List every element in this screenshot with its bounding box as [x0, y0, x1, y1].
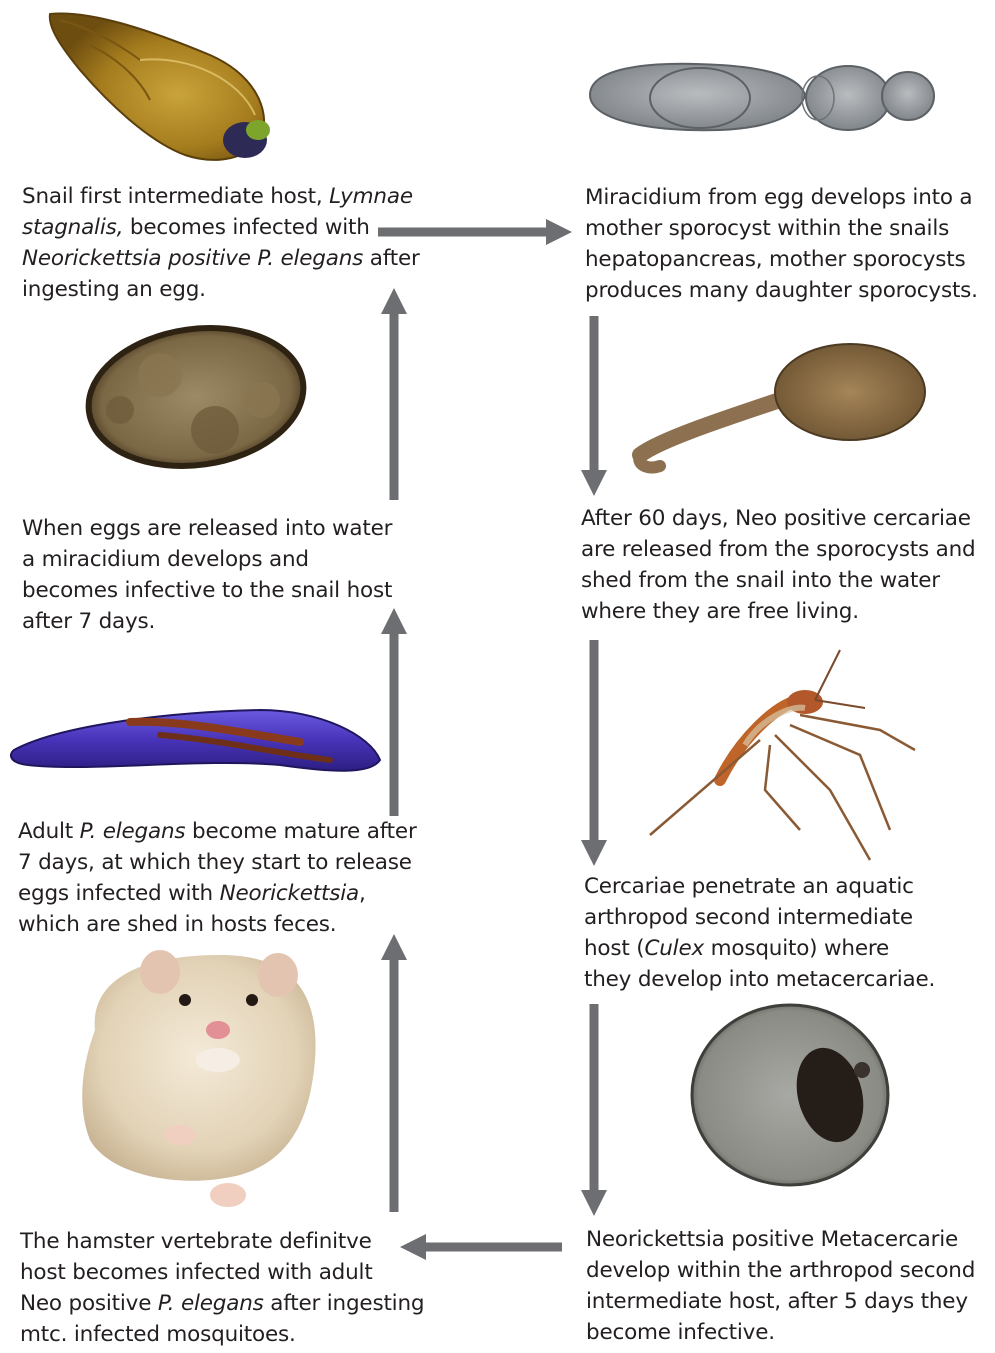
mosquito-image [650, 650, 915, 860]
caption-text: Neorickettsia positive Metacercarie [586, 1227, 958, 1252]
caption-egg: When eggs are released into water a mirac… [22, 513, 392, 637]
caption-text: mtc. infected mosquitoes. [20, 1322, 296, 1347]
caption-line: host becomes infected with adult [20, 1257, 424, 1288]
caption-line: ingesting an egg. [22, 274, 420, 305]
caption-line: produces many daughter sporocysts. [585, 275, 978, 306]
egg-image [80, 315, 313, 480]
caption-text: mosquito) where [704, 936, 889, 961]
caption-italic-text: stagnalis, [22, 215, 123, 240]
caption-text: After 60 days, Neo positive cercariae [581, 506, 971, 531]
caption-line: The hamster vertebrate definitve [20, 1226, 424, 1257]
caption-italic-text: P. elegans [158, 1291, 264, 1316]
caption-line: becomes infective to the snail host [22, 575, 392, 606]
caption-text: produces many daughter sporocysts. [585, 278, 978, 303]
caption-text: becomes infective to the snail host [22, 578, 392, 603]
caption-text: are released from the sporocysts and [581, 537, 975, 562]
caption-text: after 7 days. [22, 609, 155, 634]
caption-text: eggs infected with [18, 881, 220, 906]
caption-sporocyst: Miracidium from egg develops into a mothe… [585, 182, 978, 306]
caption-adult: Adult P. elegans become mature after 7 da… [18, 816, 417, 940]
caption-italic-text: P. elegans [80, 819, 186, 844]
caption-line: a miracidium develops and [22, 544, 392, 575]
caption-italic-text: Neorickettsia [220, 881, 359, 906]
caption-line: hepatopancreas, mother sporocysts [585, 244, 978, 275]
caption-line: arthropod second intermediate [584, 902, 935, 933]
caption-line: shed from the snail into the water [581, 565, 975, 596]
caption-text: intermediate host, after 5 days they [586, 1289, 968, 1314]
caption-text: mother sporocyst within the snails [585, 216, 949, 241]
caption-line: After 60 days, Neo positive cercariae [581, 503, 975, 534]
arrows [378, 219, 607, 1260]
caption-text: Adult [18, 819, 80, 844]
caption-text: When eggs are released into water [22, 516, 392, 541]
caption-text: become infective. [586, 1320, 775, 1345]
caption-metacercariae: Neorickettsia positive Metacercarie devel… [586, 1224, 975, 1348]
caption-italic-text: Lymnae [329, 184, 413, 209]
caption-text: Neo positive [20, 1291, 158, 1316]
caption-text: The hamster vertebrate definitve [20, 1229, 372, 1254]
cercaria-image [639, 344, 925, 467]
caption-text: hepatopancreas, mother sporocysts [585, 247, 966, 272]
caption-text: Miracidium from egg develops into a [585, 185, 972, 210]
caption-text: a miracidium develops and [22, 547, 309, 572]
caption-line: Neorickettsia positive Metacercarie [586, 1224, 975, 1255]
caption-line: 7 days, at which they start to release [18, 847, 417, 878]
caption-line: Snail first intermediate host, Lymnae [22, 181, 420, 212]
caption-line: Cercariae penetrate an aquatic [584, 871, 935, 902]
caption-line: become infective. [586, 1317, 975, 1348]
hamster-image [82, 950, 315, 1207]
caption-line: mtc. infected mosquitoes. [20, 1319, 424, 1350]
caption-line: develop within the arthropod second [586, 1255, 975, 1286]
caption-text: after [363, 246, 420, 271]
caption-line: eggs infected with Neorickettsia, [18, 878, 417, 909]
caption-line: Miracidium from egg develops into a [585, 182, 978, 213]
caption-line: When eggs are released into water [22, 513, 392, 544]
caption-italic-text: Culex [644, 936, 704, 961]
metacercaria-image [692, 1005, 888, 1185]
caption-text: , [359, 881, 366, 906]
caption-text: develop within the arthropod second [586, 1258, 975, 1283]
caption-line: host (Culex mosquito) where [584, 933, 935, 964]
caption-text: shed from the snail into the water [581, 568, 940, 593]
caption-text: become mature after [185, 819, 416, 844]
caption-line: which are shed in hosts feces. [18, 909, 417, 940]
caption-text: Snail first intermediate host, [22, 184, 329, 209]
caption-text: arthropod second intermediate [584, 905, 913, 930]
caption-text: host becomes infected with adult [20, 1260, 373, 1285]
caption-line: Adult P. elegans become mature after [18, 816, 417, 847]
caption-text: where they are free living. [581, 599, 859, 624]
caption-line: intermediate host, after 5 days they [586, 1286, 975, 1317]
sporocyst-image [590, 64, 934, 130]
caption-text: after ingesting [264, 1291, 425, 1316]
caption-mosquito: Cercariae penetrate an aquatic arthropod … [584, 871, 935, 995]
caption-text: ingesting an egg. [22, 277, 206, 302]
caption-line: Neorickettsia positive P. elegans after [22, 243, 420, 274]
caption-line: after 7 days. [22, 606, 392, 637]
snail-image [50, 13, 270, 159]
caption-text: they develop into metacercariae. [584, 967, 935, 992]
caption-line: mother sporocyst within the snails [585, 213, 978, 244]
caption-text: 7 days, at which they start to release [18, 850, 412, 875]
caption-text: becomes infected with [123, 215, 369, 240]
adult-worm-image [11, 710, 380, 771]
caption-text: which are shed in hosts feces. [18, 912, 336, 937]
caption-italic-text: Neorickettsia positive P. elegans [22, 246, 363, 271]
caption-cercariae: After 60 days, Neo positive cercariae are… [581, 503, 975, 627]
caption-text: Cercariae penetrate an aquatic [584, 874, 914, 899]
caption-line: they develop into metacercariae. [584, 964, 935, 995]
caption-text: host ( [584, 936, 644, 961]
caption-line: are released from the sporocysts and [581, 534, 975, 565]
caption-line: Neo positive P. elegans after ingesting [20, 1288, 424, 1319]
caption-line: stagnalis, becomes infected with [22, 212, 420, 243]
caption-line: where they are free living. [581, 596, 975, 627]
caption-hamster: The hamster vertebrate definitve host bec… [20, 1226, 424, 1350]
